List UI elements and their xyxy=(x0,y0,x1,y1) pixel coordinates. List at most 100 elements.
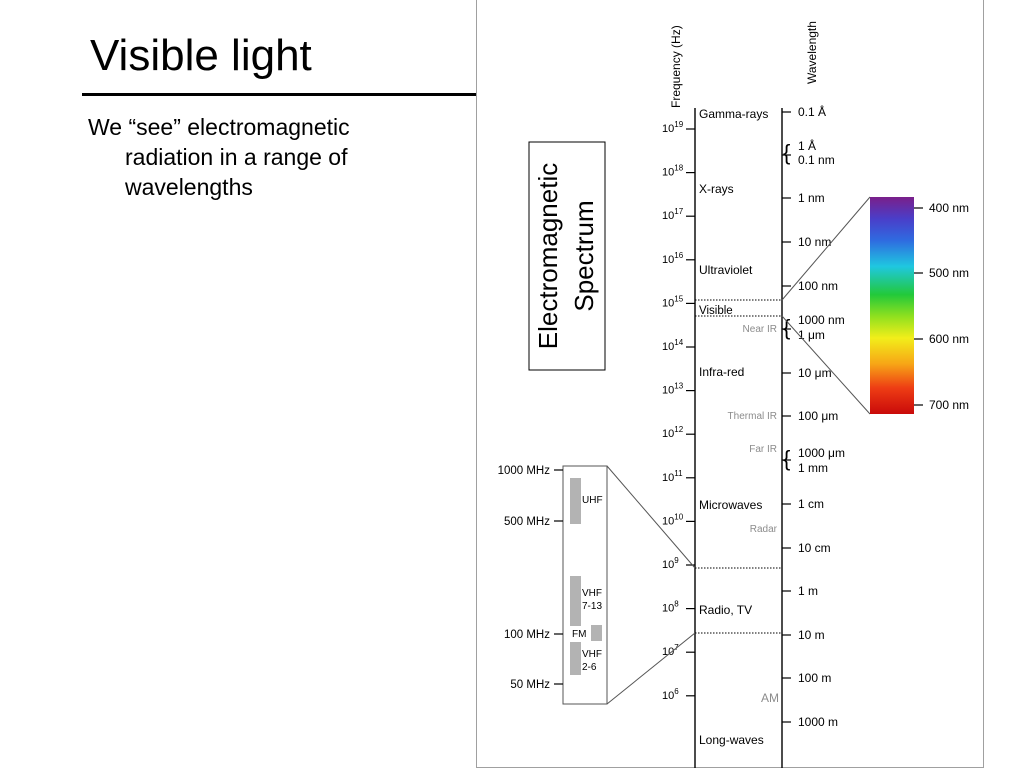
wavelength-label: 10 μm xyxy=(798,366,832,380)
visible-scale-label: 700 nm xyxy=(929,398,969,412)
frequency-tick-exponent: 15 xyxy=(674,294,683,303)
sub-band-label: Radar xyxy=(750,524,778,535)
em-spectrum-diagram: Electromagnetic Spectrum Frequency (Hz) … xyxy=(498,21,969,768)
band-label: X-rays xyxy=(699,182,734,196)
frequency-tick-exponent: 14 xyxy=(674,338,683,347)
wavelength-label: 1 nm xyxy=(798,191,825,205)
em-spectrum-figure: Electromagnetic Spectrum Frequency (Hz) … xyxy=(476,0,984,768)
radio-band-label: 2-6 xyxy=(582,662,597,673)
radio-band-label: VHF xyxy=(582,649,602,660)
frequency-tick-base: 10 xyxy=(662,341,674,353)
bullet-text: We “see” electromagnetic radiation in a … xyxy=(88,112,448,202)
frequency-tick-exponent: 11 xyxy=(674,469,683,478)
wavelength-label: 1 m xyxy=(798,584,818,598)
radio-band-label: UHF xyxy=(582,495,603,506)
sub-band-label: Thermal IR xyxy=(728,411,777,422)
radio-scale-label: 500 MHz xyxy=(504,516,550,528)
wavelength-label: 1000 nm xyxy=(798,313,845,327)
wavelength-label: 100 μm xyxy=(798,409,838,423)
radio-scale-label: 100 MHz xyxy=(504,629,550,641)
frequency-tick-base: 10 xyxy=(662,428,674,440)
radio-zoom-line xyxy=(606,465,696,569)
frequency-tick-label: 1019 xyxy=(662,120,684,135)
visible-zoom-line xyxy=(781,315,871,415)
wavelength-label: 0.1 Å xyxy=(798,104,826,119)
frequency-tick-label: 1013 xyxy=(662,382,684,397)
visible-color-bar xyxy=(870,197,914,414)
frequency-tick-base: 10 xyxy=(662,603,674,615)
wavelength-label: 1 cm xyxy=(798,497,824,511)
wavelength-label: 100 m xyxy=(798,671,831,685)
frequency-tick-label: 108 xyxy=(662,600,679,615)
frequency-tick-label: 107 xyxy=(662,643,679,658)
frequency-tick-base: 10 xyxy=(662,297,674,309)
visible-scale-label: 400 nm xyxy=(929,201,969,215)
band-label: Long-waves xyxy=(699,733,764,747)
frequency-tick-base: 10 xyxy=(662,559,674,571)
frequency-tick-exponent: 18 xyxy=(674,164,683,173)
band-label: Infra-red xyxy=(699,365,744,379)
frequency-tick-exponent: 19 xyxy=(674,120,683,129)
frequency-tick-base: 10 xyxy=(662,515,674,527)
wavelength-tick-marks xyxy=(782,111,791,723)
frequency-tick-base: 10 xyxy=(662,690,674,702)
radio-scale-label: 50 MHz xyxy=(510,679,550,691)
visible-scale-label: 600 nm xyxy=(929,332,969,346)
frequency-tick-label: 1018 xyxy=(662,164,684,179)
wavelength-label: 100 nm xyxy=(798,279,838,293)
frequency-tick-exponent: 17 xyxy=(674,207,683,216)
radio-scale-ticks xyxy=(554,469,563,685)
frequency-tick-exponent: 8 xyxy=(674,600,679,609)
wavelength-header: Wavelength xyxy=(805,21,819,84)
radio-zoom-line xyxy=(606,632,696,705)
radio-band-label: FM xyxy=(572,629,586,640)
frequency-tick-exponent: 16 xyxy=(674,251,683,260)
band-label: Ultraviolet xyxy=(699,263,753,277)
frequency-tick-label: 1011 xyxy=(662,469,683,484)
frequency-tick-base: 10 xyxy=(662,385,674,397)
wavelength-label: 10 nm xyxy=(798,235,831,249)
wavelength-label: 10 cm xyxy=(798,541,831,555)
wavelength-label: 1 μm xyxy=(798,328,825,342)
slide-title: Visible light xyxy=(90,31,312,80)
brace-glyph: { xyxy=(783,140,790,165)
band-label: Microwaves xyxy=(699,498,762,512)
frequency-tick-label: 1015 xyxy=(662,294,684,309)
frequency-tick-exponent: 10 xyxy=(674,512,683,521)
frequency-tick-exponent: 12 xyxy=(674,425,683,434)
wavelength-label: 1000 μm xyxy=(798,446,845,460)
frequency-tick-exponent: 13 xyxy=(674,382,683,391)
sub-band-label: Far IR xyxy=(749,444,777,455)
band-boundaries xyxy=(695,299,782,634)
frequency-tick-base: 10 xyxy=(662,472,674,484)
sub-band-label: AM xyxy=(761,691,779,705)
radio-band-label: 7-13 xyxy=(582,601,602,612)
frequency-header: Frequency (Hz) xyxy=(669,25,683,108)
band-label: Visible xyxy=(699,305,733,317)
frequency-tick-base: 10 xyxy=(662,123,674,135)
sub-band-label: Near IR xyxy=(743,324,777,335)
title-underline xyxy=(82,93,482,96)
wavelength-label: 10 m xyxy=(798,628,825,642)
radio-band-label: VHF xyxy=(582,588,602,599)
radio-band-bars xyxy=(570,478,602,675)
visible-scale-label: 500 nm xyxy=(929,266,969,280)
frequency-tick-exponent: 9 xyxy=(674,556,679,565)
frequency-tick-label: 1012 xyxy=(662,425,684,440)
frequency-tick-label: 106 xyxy=(662,687,679,702)
brace-glyph: { xyxy=(783,315,790,340)
brace-glyph: { xyxy=(783,446,790,471)
frequency-tick-base: 10 xyxy=(662,646,674,658)
frequency-tick-base: 10 xyxy=(662,254,674,266)
radio-scale-label: 1000 MHz xyxy=(498,465,551,477)
wavelength-label: 1 mm xyxy=(798,461,828,475)
wavelength-label: 1000 m xyxy=(798,715,838,729)
frequency-tick-label: 1014 xyxy=(662,338,684,353)
frequency-tick-label: 109 xyxy=(662,556,679,571)
frequency-ticks: 1019101810171016101510141013101210111010… xyxy=(662,120,695,702)
frequency-tick-label: 1016 xyxy=(662,251,684,266)
wavelength-label: 0.1 nm xyxy=(798,153,835,167)
spectrum-title-line-1: Electromagnetic xyxy=(533,163,563,349)
spectrum-title-box xyxy=(528,141,606,371)
visible-zoom-line xyxy=(781,196,871,301)
